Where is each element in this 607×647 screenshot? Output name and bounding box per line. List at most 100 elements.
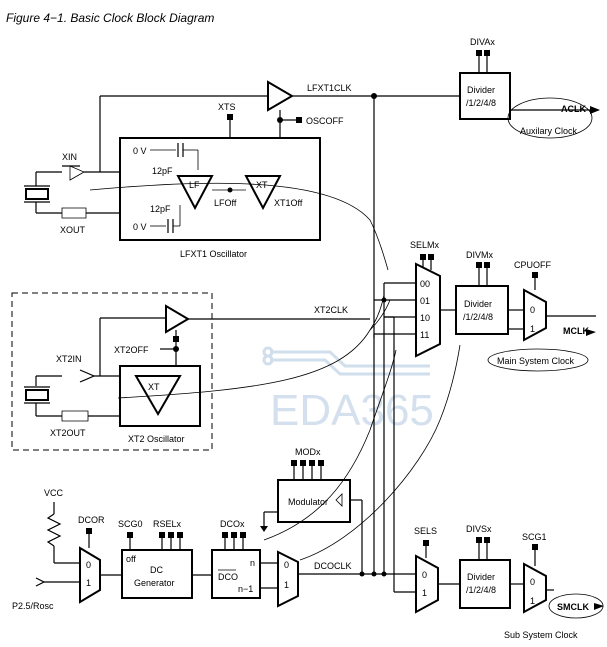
selmx-label: SELMx <box>410 240 440 250</box>
cpuoff-mux <box>523 288 547 342</box>
main-clock-label: Main System Clock <box>497 356 575 366</box>
svg-text:Divider: Divider <box>467 572 495 582</box>
svg-text:0: 0 <box>284 560 289 570</box>
divax-control-pin <box>476 50 482 56</box>
sels-label: SELS <box>414 526 437 536</box>
divsx-label: DIVSx <box>466 524 492 534</box>
mclk-label: MCLK <box>563 326 589 336</box>
svg-text:1: 1 <box>530 324 535 334</box>
svg-text:11: 11 <box>420 330 429 340</box>
svg-text:Divider: Divider <box>464 299 492 309</box>
xin-label: XIN <box>62 152 77 162</box>
figure-title: Figure 4−1. Basic Clock Block Diagram <box>6 11 214 25</box>
xout-label: XOUT <box>60 225 86 235</box>
svg-text:1: 1 <box>284 580 289 590</box>
aclk-label: ACLK <box>561 104 586 114</box>
lfxt1-oscillator-box <box>119 137 321 241</box>
xt2out-label: XT2OUT <box>50 428 86 438</box>
xt2clk-label: XT2CLK <box>314 305 348 315</box>
svg-text:0: 0 <box>86 560 91 570</box>
xt2-section: XT2CLK XT2OFF XT2IN XT2OUT XT XT2 Oscill… <box>11 292 370 451</box>
scg1-label: SCG1 <box>522 532 547 542</box>
svg-text:n: n <box>250 558 255 568</box>
svg-text:DC: DC <box>150 565 163 575</box>
p25-label: P2.5/Rosc <box>12 601 54 611</box>
svg-text:0 V: 0 V <box>133 146 147 156</box>
lfxt1-oscillator-label: LFXT1 Oscillator <box>180 249 247 259</box>
smclk-divider-block: DIVSx Divider /1/2/4/8 SCG1 0 1 SMCLK Su… <box>459 524 604 640</box>
svg-text:1: 1 <box>86 578 91 588</box>
xt2-dashed-box <box>11 292 213 451</box>
selmx-mux-shape <box>415 262 441 358</box>
dco-box <box>211 549 261 599</box>
lfoff-label: LFOff <box>214 198 237 208</box>
xt1off-label: XT1Off <box>274 198 303 208</box>
divax-label: DIVAx <box>470 37 495 47</box>
watermark: EDA365 <box>262 346 434 435</box>
lfxt1clk-label: LFXT1CLK <box>307 83 352 93</box>
main-clock-ellipse <box>487 348 589 372</box>
dc-generator-section: SCG0 RSELx off DC Generator <box>118 519 212 599</box>
watermark-text: EDA365 <box>270 386 434 435</box>
selmx-mux: SELMx 00 01 10 11 <box>374 240 456 358</box>
svg-text:12pF: 12pF <box>152 166 173 176</box>
svg-text:LF: LF <box>189 180 200 190</box>
dcor-section: VCC DCOR 0 1 P2.5/Rosc <box>12 488 122 611</box>
dcor-mux <box>79 546 101 604</box>
modulator-section: MODx Modulator <box>260 447 363 574</box>
dc-generator-box <box>121 549 193 599</box>
mclk-divider-block: DIVMx Divider /1/2/4/8 CPUOFF 0 1 MCLK M… <box>455 250 596 372</box>
oscoff-label: OSCOFF <box>306 116 344 126</box>
svg-text:01: 01 <box>420 296 430 306</box>
svg-text:/1/2/4/8: /1/2/4/8 <box>466 585 496 595</box>
vcc-label: VCC <box>44 488 64 498</box>
dcor-label: DCOR <box>78 515 105 525</box>
svg-text:0 V: 0 V <box>133 222 147 232</box>
svg-text:/1/2/4/8: /1/2/4/8 <box>463 312 493 322</box>
svg-text:0: 0 <box>530 305 535 315</box>
svg-text:/1/2/4/8: /1/2/4/8 <box>466 98 496 108</box>
aclk-divider-block: DIVAx Divider /1/2/4/8 ACLK Auxilary Clo… <box>459 37 600 139</box>
sub-clock-label: Sub System Clock <box>504 630 578 640</box>
cpuoff-label: CPUOFF <box>514 260 552 270</box>
svg-text:n−1: n−1 <box>238 584 253 594</box>
rselx-label: RSELx <box>153 519 182 529</box>
dco-mux <box>277 550 299 608</box>
mclk-divider <box>455 285 509 335</box>
svg-text:XT: XT <box>148 382 160 392</box>
svg-text:12pF: 12pF <box>150 204 171 214</box>
xt2in-label: XT2IN <box>56 354 82 364</box>
aclk-divider <box>459 72 511 120</box>
lfxt1-crystal: XIN XOUT <box>24 152 120 235</box>
svg-text:1: 1 <box>422 588 427 598</box>
scg0-label: SCG0 <box>118 519 143 529</box>
svg-text:Generator: Generator <box>134 578 175 588</box>
xt2-oscillator-label: XT2 Oscillator <box>128 434 185 444</box>
svg-text:0: 0 <box>530 577 535 587</box>
svg-text:DCO: DCO <box>218 572 238 582</box>
svg-text:10: 10 <box>420 313 430 323</box>
smclk-divider <box>459 559 511 609</box>
divmx-label: DIVMx <box>466 250 494 260</box>
lfxt1clk-path: LFXT1CLK OSCOFF <box>99 80 460 338</box>
svg-text:Divider: Divider <box>467 85 495 95</box>
svg-text:1: 1 <box>530 596 535 606</box>
lfxt1-oscillator: LFXT1 Oscillator 0 V 12pF LF XT LFOff XT… <box>119 137 321 259</box>
dcoclk-label: DCOCLK <box>314 561 352 571</box>
svg-text:00: 00 <box>420 279 430 289</box>
scg1-mux <box>523 562 547 614</box>
svg-text:0: 0 <box>422 570 427 580</box>
svg-text:off: off <box>126 554 136 564</box>
sels-mux-shape <box>415 554 439 614</box>
dcox-label: DCOx <box>220 519 245 529</box>
aclk-ellipse <box>507 97 593 139</box>
xts-label: XTS <box>218 102 236 112</box>
dco-section: DCOx DCO n n−1 0 1 DCOCLK <box>211 519 416 608</box>
svg-text:Modulator: Modulator <box>288 497 328 507</box>
sels-mux: SELS 0 1 <box>393 526 460 614</box>
xt2-buffer <box>165 304 190 334</box>
aux-clock-label: Auxilary Clock <box>520 126 578 136</box>
xts-pin <box>227 114 233 120</box>
modx-label: MODx <box>295 447 321 457</box>
